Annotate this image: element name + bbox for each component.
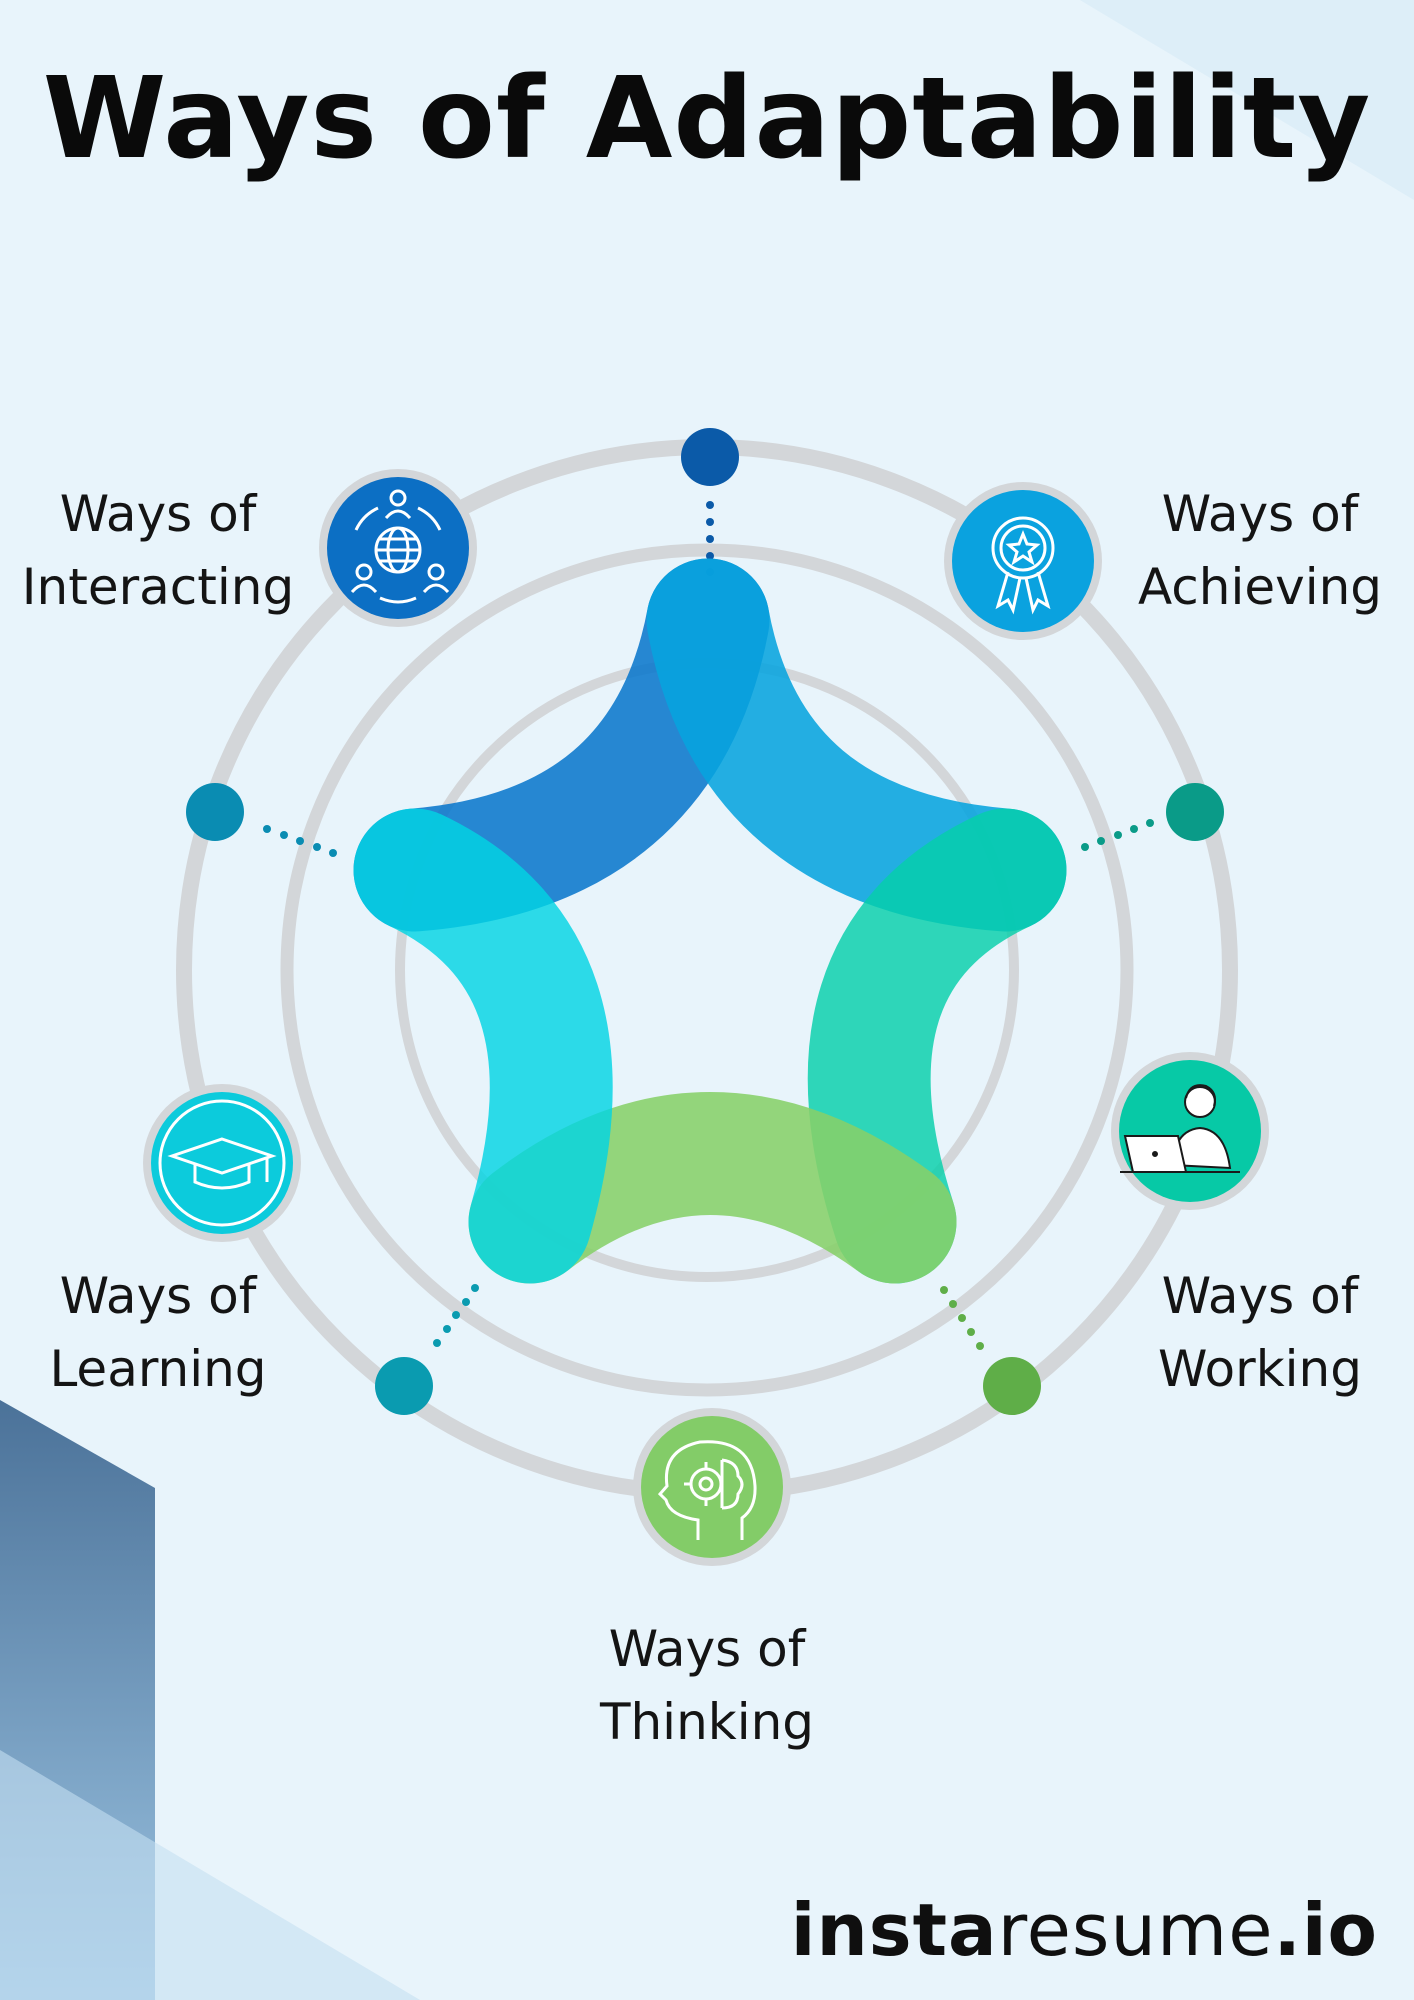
node-working	[1111, 1052, 1269, 1210]
award-badge-icon	[991, 516, 1055, 615]
ring-node-bottom-right	[983, 1357, 1041, 1415]
page-title: Ways of Adaptability	[42, 54, 1372, 184]
label-thinking: Ways of Thinking	[599, 1620, 815, 1751]
connector-dots	[263, 501, 1154, 1350]
corner-decoration-top-right	[1080, 0, 1414, 200]
person-laptop-icon	[1120, 1084, 1240, 1173]
graduation-cap-icon	[158, 1099, 286, 1227]
label-learning: Ways of Learning	[49, 1267, 267, 1398]
ring-node-left	[186, 783, 244, 841]
ring-node-right	[1166, 783, 1224, 841]
central-star	[353, 558, 1067, 1284]
star-arm-cyan	[353, 808, 613, 1284]
label-working: Ways of Working	[1158, 1267, 1362, 1398]
node-thinking	[633, 1408, 791, 1566]
brand-part-insta: insta	[790, 1888, 998, 1972]
bottom-fade-decoration	[0, 1750, 420, 2000]
network-people-globe-icon	[350, 489, 450, 604]
ring-node-top	[681, 428, 739, 486]
label-interacting: Ways of Interacting	[21, 485, 295, 616]
middle-ring	[280, 543, 1134, 1397]
brand-part-resume: resume	[997, 1888, 1274, 1972]
brand-logo: instaresume.io	[791, 1888, 1378, 1972]
ring-node-bottom-left	[375, 1357, 433, 1415]
brand-part-io: .io	[1273, 1888, 1378, 1972]
node-achieving	[944, 482, 1102, 640]
label-achieving: Ways of Achieving	[1137, 485, 1383, 616]
node-interacting	[319, 469, 477, 627]
node-learning	[143, 1084, 301, 1242]
head-brain-gear-icon	[657, 1440, 757, 1540]
